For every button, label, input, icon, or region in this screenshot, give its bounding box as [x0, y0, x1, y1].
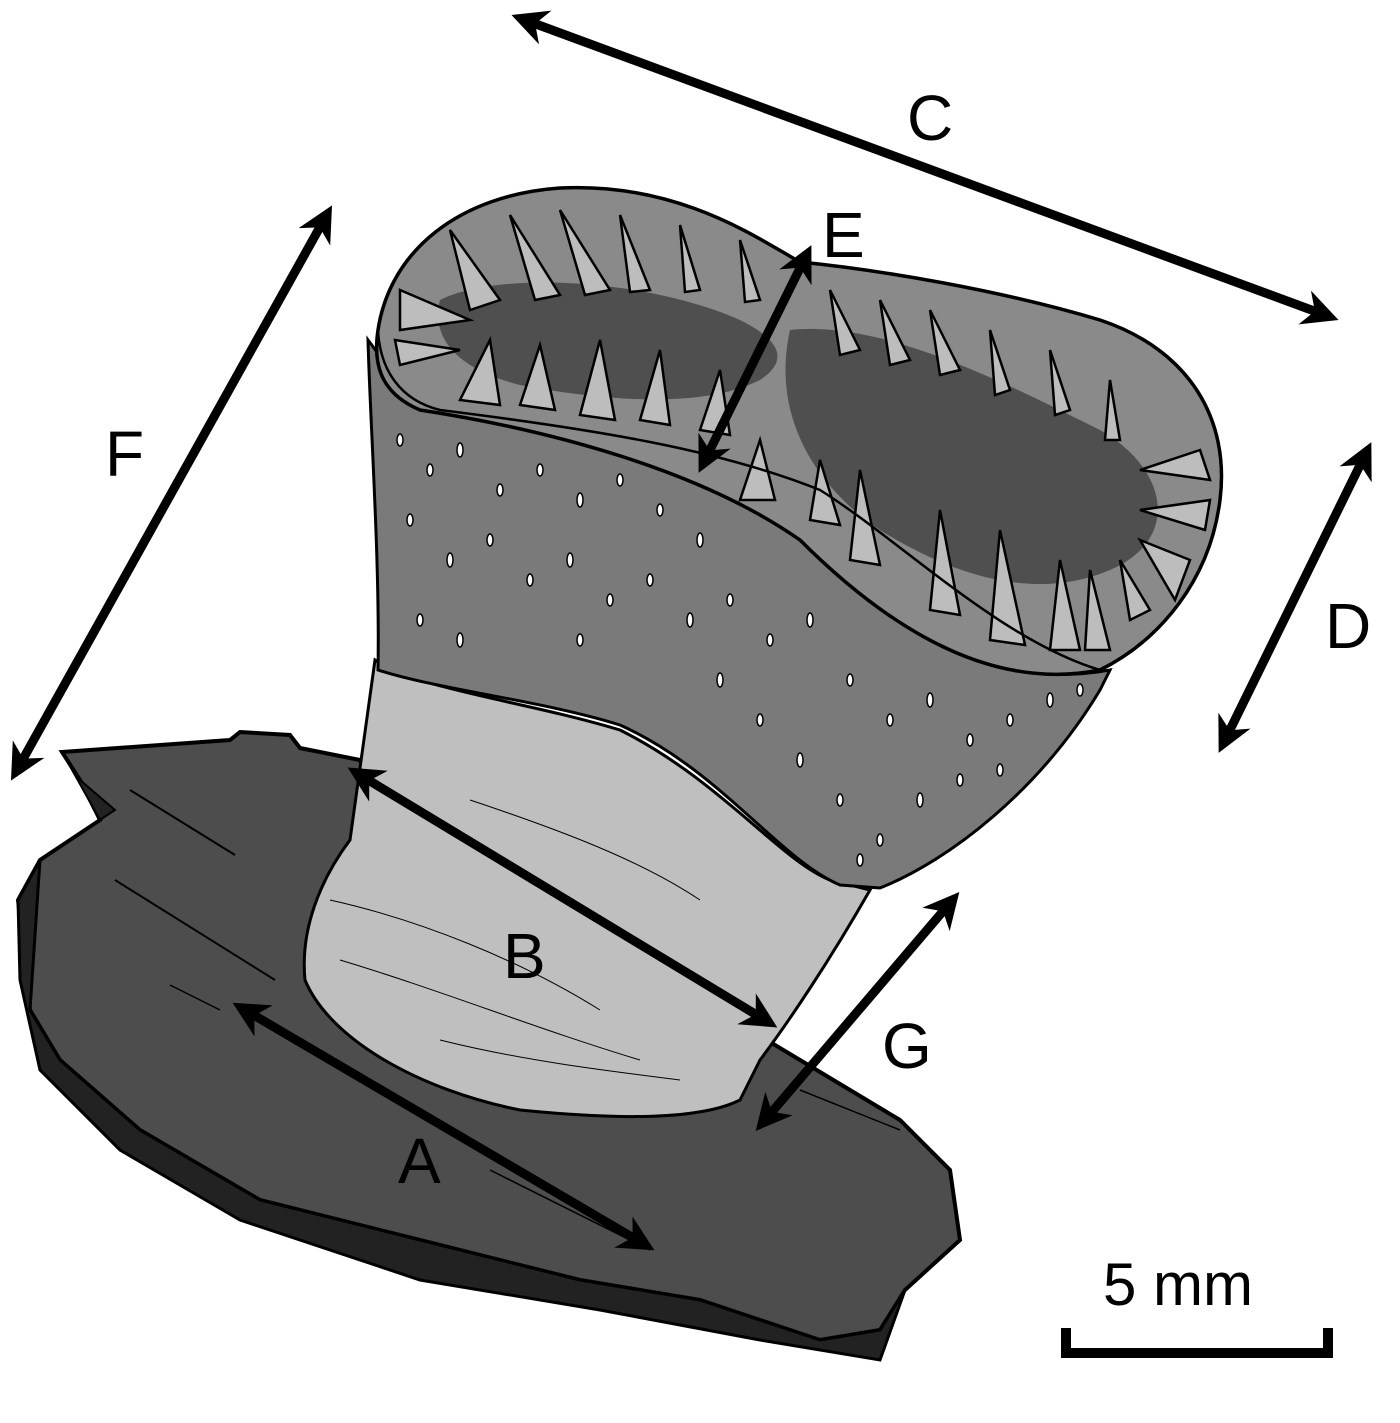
scale-bar-line	[1061, 1328, 1333, 1358]
arrow-e	[698, 245, 812, 473]
scale-bar-label: 5 mm	[1103, 1251, 1253, 1318]
arrow-a	[232, 1002, 655, 1251]
arrow-f	[10, 205, 333, 781]
label-b: B	[503, 920, 546, 992]
measurement-arrows	[10, 10, 1372, 1251]
scale-bar: 5 mm	[1061, 1251, 1333, 1358]
label-f: F	[105, 418, 144, 490]
arrow-c	[511, 10, 1339, 325]
arrow-b	[347, 767, 778, 1028]
arrow-d	[1218, 442, 1372, 753]
arrow-g	[755, 892, 960, 1131]
label-g: G	[882, 1010, 932, 1082]
label-e: E	[822, 199, 865, 271]
label-c: C	[907, 82, 953, 154]
label-a: A	[398, 1125, 441, 1197]
label-d: D	[1325, 590, 1371, 662]
